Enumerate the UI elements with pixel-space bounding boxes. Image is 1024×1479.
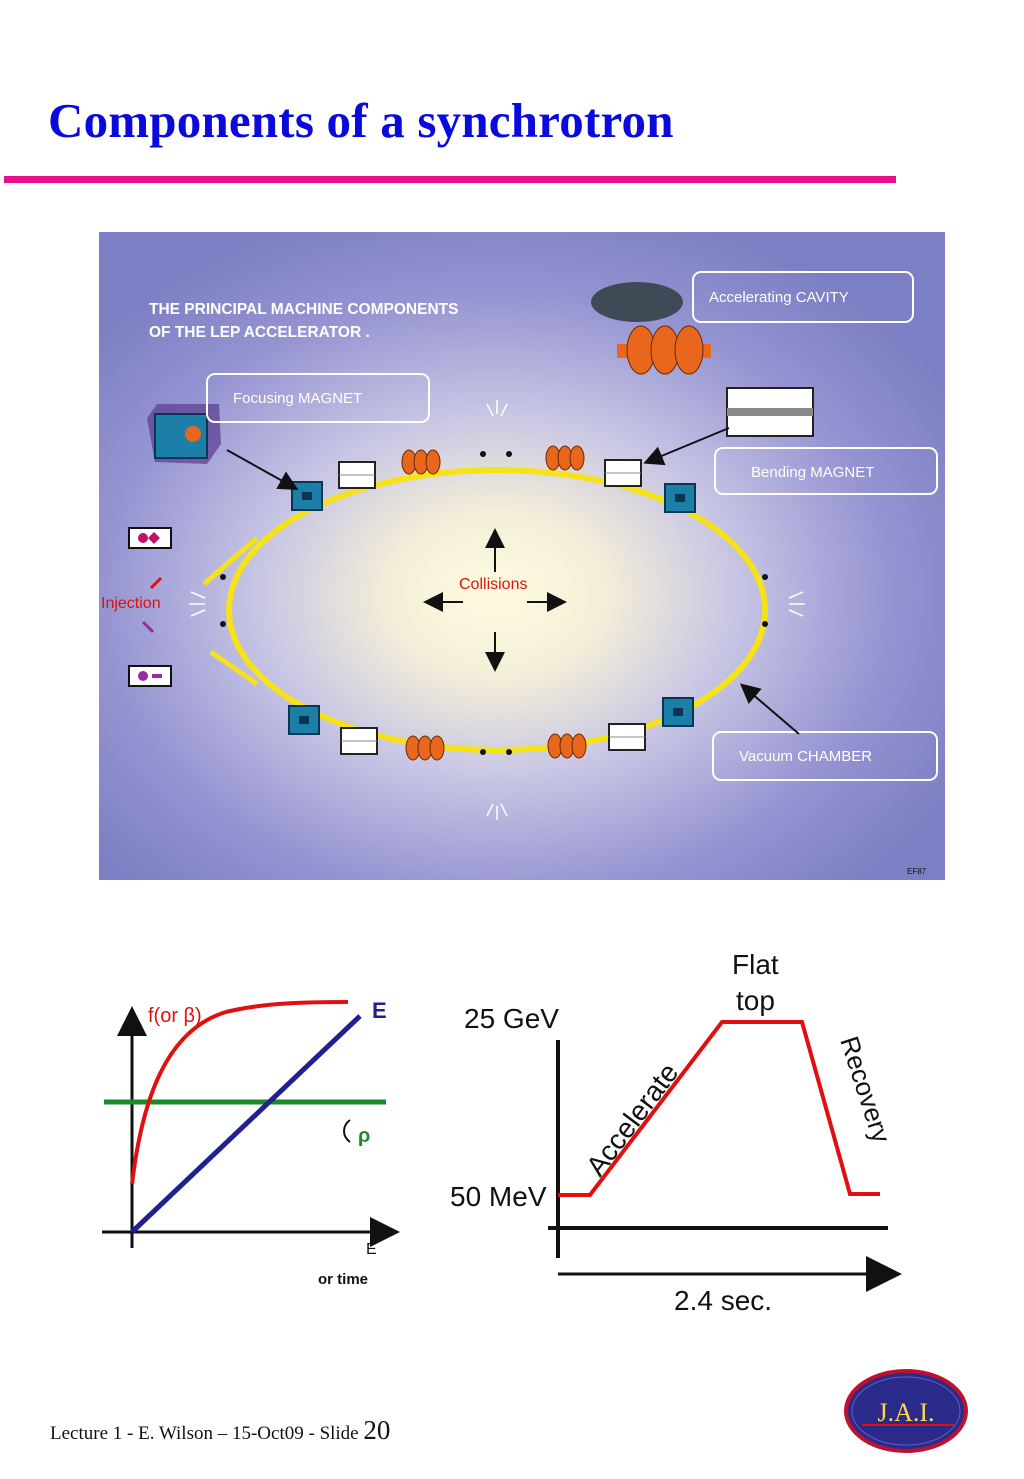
injection-label: Injection bbox=[101, 595, 161, 612]
bending-magnet-icon bbox=[604, 459, 642, 487]
slide-number: 20 bbox=[363, 1415, 391, 1445]
flat-top-label-line2: top bbox=[736, 985, 775, 1016]
frequency-energy-graph: f(or β) E ρ E or time bbox=[102, 998, 400, 1288]
focusing-magnet-icon bbox=[664, 483, 696, 513]
bending-label-box: Bending MAGNET bbox=[714, 447, 938, 495]
svg-text:Vacuum CHAMBER: Vacuum CHAMBER bbox=[739, 748, 872, 765]
recovery-label: Recovery bbox=[834, 1033, 896, 1147]
energy-ramp-graph: 25 GeV 50 MeV Accelerate Flat top Recove… bbox=[450, 949, 902, 1316]
cavity-icon bbox=[547, 733, 587, 759]
energy-ramp bbox=[558, 1020, 880, 1197]
slide-footer: Lecture 1 - E. Wilson – 15-Oct09 - Slide… bbox=[50, 1415, 390, 1446]
frequency-curve bbox=[130, 1000, 349, 1185]
energy-label: E bbox=[372, 998, 387, 1023]
focusing-label-box: Focusing MAGNET bbox=[206, 373, 430, 423]
jai-logo: J.A.I. bbox=[844, 1369, 968, 1453]
y-top-label: 25 GeV bbox=[464, 1003, 559, 1034]
focusing-magnet-icon bbox=[288, 705, 320, 735]
injection-line-lower bbox=[209, 649, 259, 687]
lep-heading-line1: THE PRINCIPAL MACHINE COMPONENTS bbox=[149, 301, 458, 318]
electron-box bbox=[128, 665, 172, 687]
diagram-code: EF87 bbox=[907, 867, 927, 876]
rho-label: ρ bbox=[358, 1125, 370, 1147]
x-label-line1: E bbox=[366, 1241, 377, 1258]
bending-magnet-icon bbox=[338, 461, 376, 489]
frequency-label: f(or β) bbox=[148, 1005, 202, 1027]
logo-text: J.A.I. bbox=[877, 1398, 934, 1427]
energy-line bbox=[130, 1014, 362, 1234]
collision-arrows bbox=[423, 528, 567, 672]
lep-accelerator-diagram: THE PRINCIPAL MACHINE COMPONENTS OF THE … bbox=[99, 232, 945, 880]
svg-text:Accelerating CAVITY: Accelerating CAVITY bbox=[709, 289, 849, 306]
lep-heading-line2: OF THE LEP ACCELERATOR . bbox=[149, 324, 370, 341]
y-bottom-label: 50 MeV bbox=[450, 1181, 547, 1212]
vacuum-label-box: Vacuum CHAMBER bbox=[712, 731, 938, 781]
footer-text: Lecture 1 - E. Wilson – 15-Oct09 - Slide bbox=[50, 1423, 364, 1444]
svg-text:Bending MAGNET: Bending MAGNET bbox=[751, 464, 874, 481]
x-label-line2: or time bbox=[318, 1271, 368, 1288]
bending-magnet-icon bbox=[340, 727, 378, 755]
duration-label: 2.4 sec. bbox=[674, 1285, 772, 1316]
large-cavity-icon bbox=[591, 282, 711, 375]
cavity-label-box: Accelerating CAVITY bbox=[692, 271, 914, 323]
collision-point-icon bbox=[189, 400, 805, 820]
cavity-icon bbox=[405, 735, 445, 761]
beam-pipe-ring bbox=[226, 467, 768, 753]
flat-top-label-line1: Flat bbox=[732, 949, 779, 980]
large-bending-magnet-icon bbox=[726, 387, 814, 437]
accelerate-label: Accelerate bbox=[580, 1057, 684, 1181]
cavity-icon bbox=[545, 445, 585, 471]
title-underline bbox=[4, 176, 896, 183]
large-focusing-magnet-icon bbox=[147, 404, 221, 464]
focusing-magnet-icon bbox=[291, 481, 323, 511]
injection-line-upper bbox=[202, 536, 259, 586]
bending-magnet-icon bbox=[608, 723, 646, 751]
cavity-icon bbox=[401, 449, 441, 475]
slide-title: Components of a synchrotron bbox=[48, 93, 674, 148]
focusing-magnet-icon bbox=[662, 697, 694, 727]
collisions-label: Collisions bbox=[459, 576, 527, 593]
svg-text:Focusing MAGNET: Focusing MAGNET bbox=[233, 390, 362, 407]
